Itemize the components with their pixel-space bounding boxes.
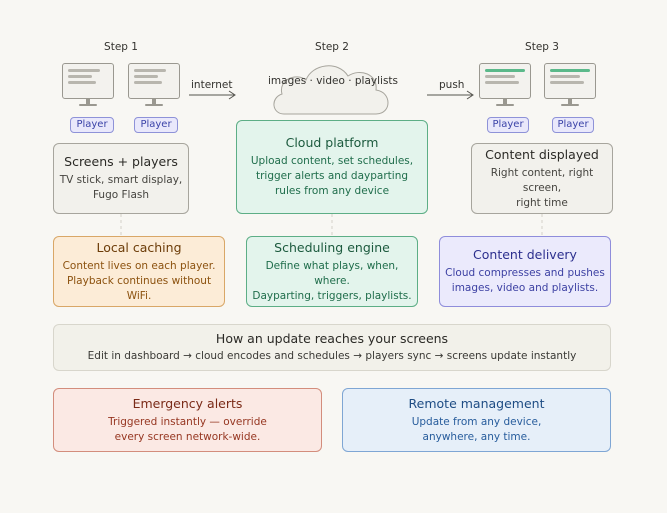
box-title: Local caching: [96, 239, 182, 255]
banner-title: How an update reaches your screens: [215, 331, 449, 346]
player-badge: Player: [552, 117, 594, 133]
box-body-line: rules from any device: [274, 185, 390, 197]
content-delivery-box: Content delivery Cloud compresses and pu…: [439, 236, 611, 307]
cloud-icon: [273, 65, 389, 115]
screens-players-box: Screens + players TV stick, smart displa…: [53, 143, 189, 214]
box-body-line: Playback continues without WiFi.: [66, 274, 212, 302]
banner-body: Edit in dashboard → cloud encodes and sc…: [87, 350, 577, 362]
monitor-icon: [544, 63, 596, 106]
box-body-line: Fugo Flash: [92, 189, 150, 201]
box-body-line: Triggered instantly — override: [108, 415, 267, 428]
monitor-icon: [479, 63, 531, 106]
box-body-line: Right content, right screen,: [490, 166, 594, 194]
box-body-line: trigger alerts and dayparting: [255, 170, 409, 182]
box-body-line: every screen network-wide.: [114, 430, 261, 443]
box-title: Remote management: [408, 395, 545, 411]
scheduling-engine-box: Scheduling engine Define what plays, whe…: [246, 236, 418, 307]
local-caching-box: Local caching Content lives on each play…: [53, 236, 225, 307]
box-title: Content displayed: [485, 146, 599, 162]
box-body-line: right time: [516, 196, 568, 209]
monitor-icon: [62, 63, 114, 106]
box-body-line: anywhere, any time.: [422, 430, 531, 443]
box-body-line: Content lives on each player.: [62, 259, 216, 272]
step-1-label: Step 1: [104, 41, 138, 53]
content-displayed-box: Content displayed Right content, right s…: [471, 143, 613, 214]
player-badge: Player: [134, 117, 178, 133]
player-badge: Player: [487, 117, 529, 133]
box-body-line: Update from any device,: [411, 415, 542, 428]
remote-management-box: Remote management Update from any device…: [342, 388, 611, 452]
monitor-icon: [128, 63, 180, 106]
box-body-line: Define what plays, when, where.: [265, 259, 399, 287]
box-title: Scheduling engine: [274, 239, 390, 255]
push-arrow: [427, 90, 474, 100]
emergency-alerts-box: Emergency alerts Triggered instantly — o…: [53, 388, 322, 452]
box-title: Content delivery: [473, 247, 577, 262]
box-body-line: TV stick, smart display,: [59, 174, 183, 186]
box-body-line: images, video and playlists.: [451, 282, 599, 294]
cloud-label: images · video · playlists: [268, 75, 399, 87]
update-flow-banner: How an update reaches your screens Edit …: [53, 324, 611, 371]
box-body-line: Upload content, set schedules,: [250, 155, 414, 167]
cloud-platform-box: Cloud platform Upload content, set sched…: [236, 120, 428, 214]
box-title: Cloud platform: [285, 135, 379, 150]
step-3-label: Step 3: [525, 41, 559, 53]
internet-arrow: [189, 90, 236, 100]
step-2-label: Step 2: [315, 41, 349, 53]
push-label: push: [439, 79, 465, 91]
box-body-line: Cloud compresses and pushes: [445, 267, 605, 279]
box-title: Screens + players: [64, 154, 178, 169]
box-body-line: Dayparting, triggers, playlists.: [252, 289, 412, 302]
player-badge: Player: [70, 117, 114, 133]
internet-label: internet: [191, 79, 233, 91]
box-title: Emergency alerts: [132, 395, 243, 411]
